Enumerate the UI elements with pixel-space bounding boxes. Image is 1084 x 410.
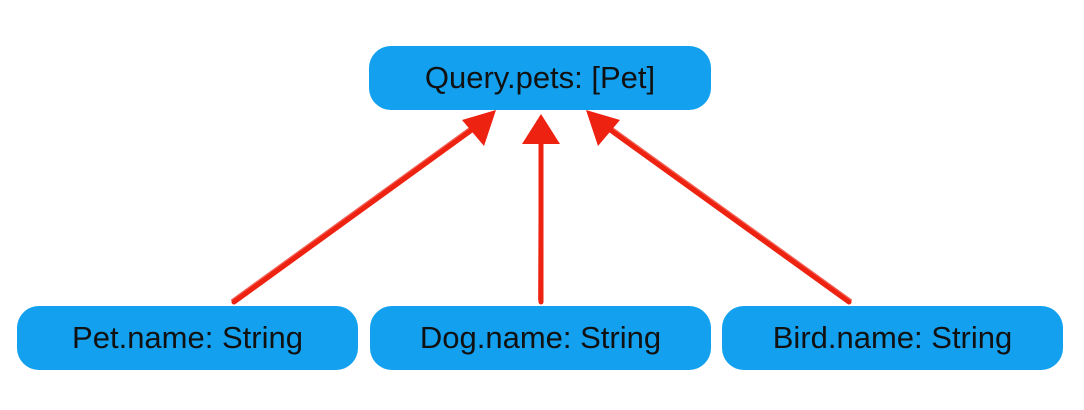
arrowhead-icon	[522, 114, 560, 144]
node-dog-name: Dog.name: String	[370, 306, 711, 370]
node-label: Pet.name: String	[72, 320, 303, 355]
node-label: Bird.name: String	[772, 320, 1013, 355]
node-pet-name: Pet.name: String	[17, 306, 358, 370]
node-bird-name: Bird.name: String	[722, 306, 1063, 370]
arrow-dog-to-query	[522, 114, 560, 305]
node-query-pets: Query.pets: [Pet]	[369, 46, 711, 110]
arrowhead-icon	[462, 110, 496, 146]
arrowhead-icon	[586, 110, 620, 146]
node-label: Query.pets: [Pet]	[424, 60, 656, 95]
node-label: Dog.name: String	[419, 320, 662, 355]
arrow-pet-to-query	[231, 110, 496, 305]
arrow-bird-to-query	[586, 110, 852, 305]
